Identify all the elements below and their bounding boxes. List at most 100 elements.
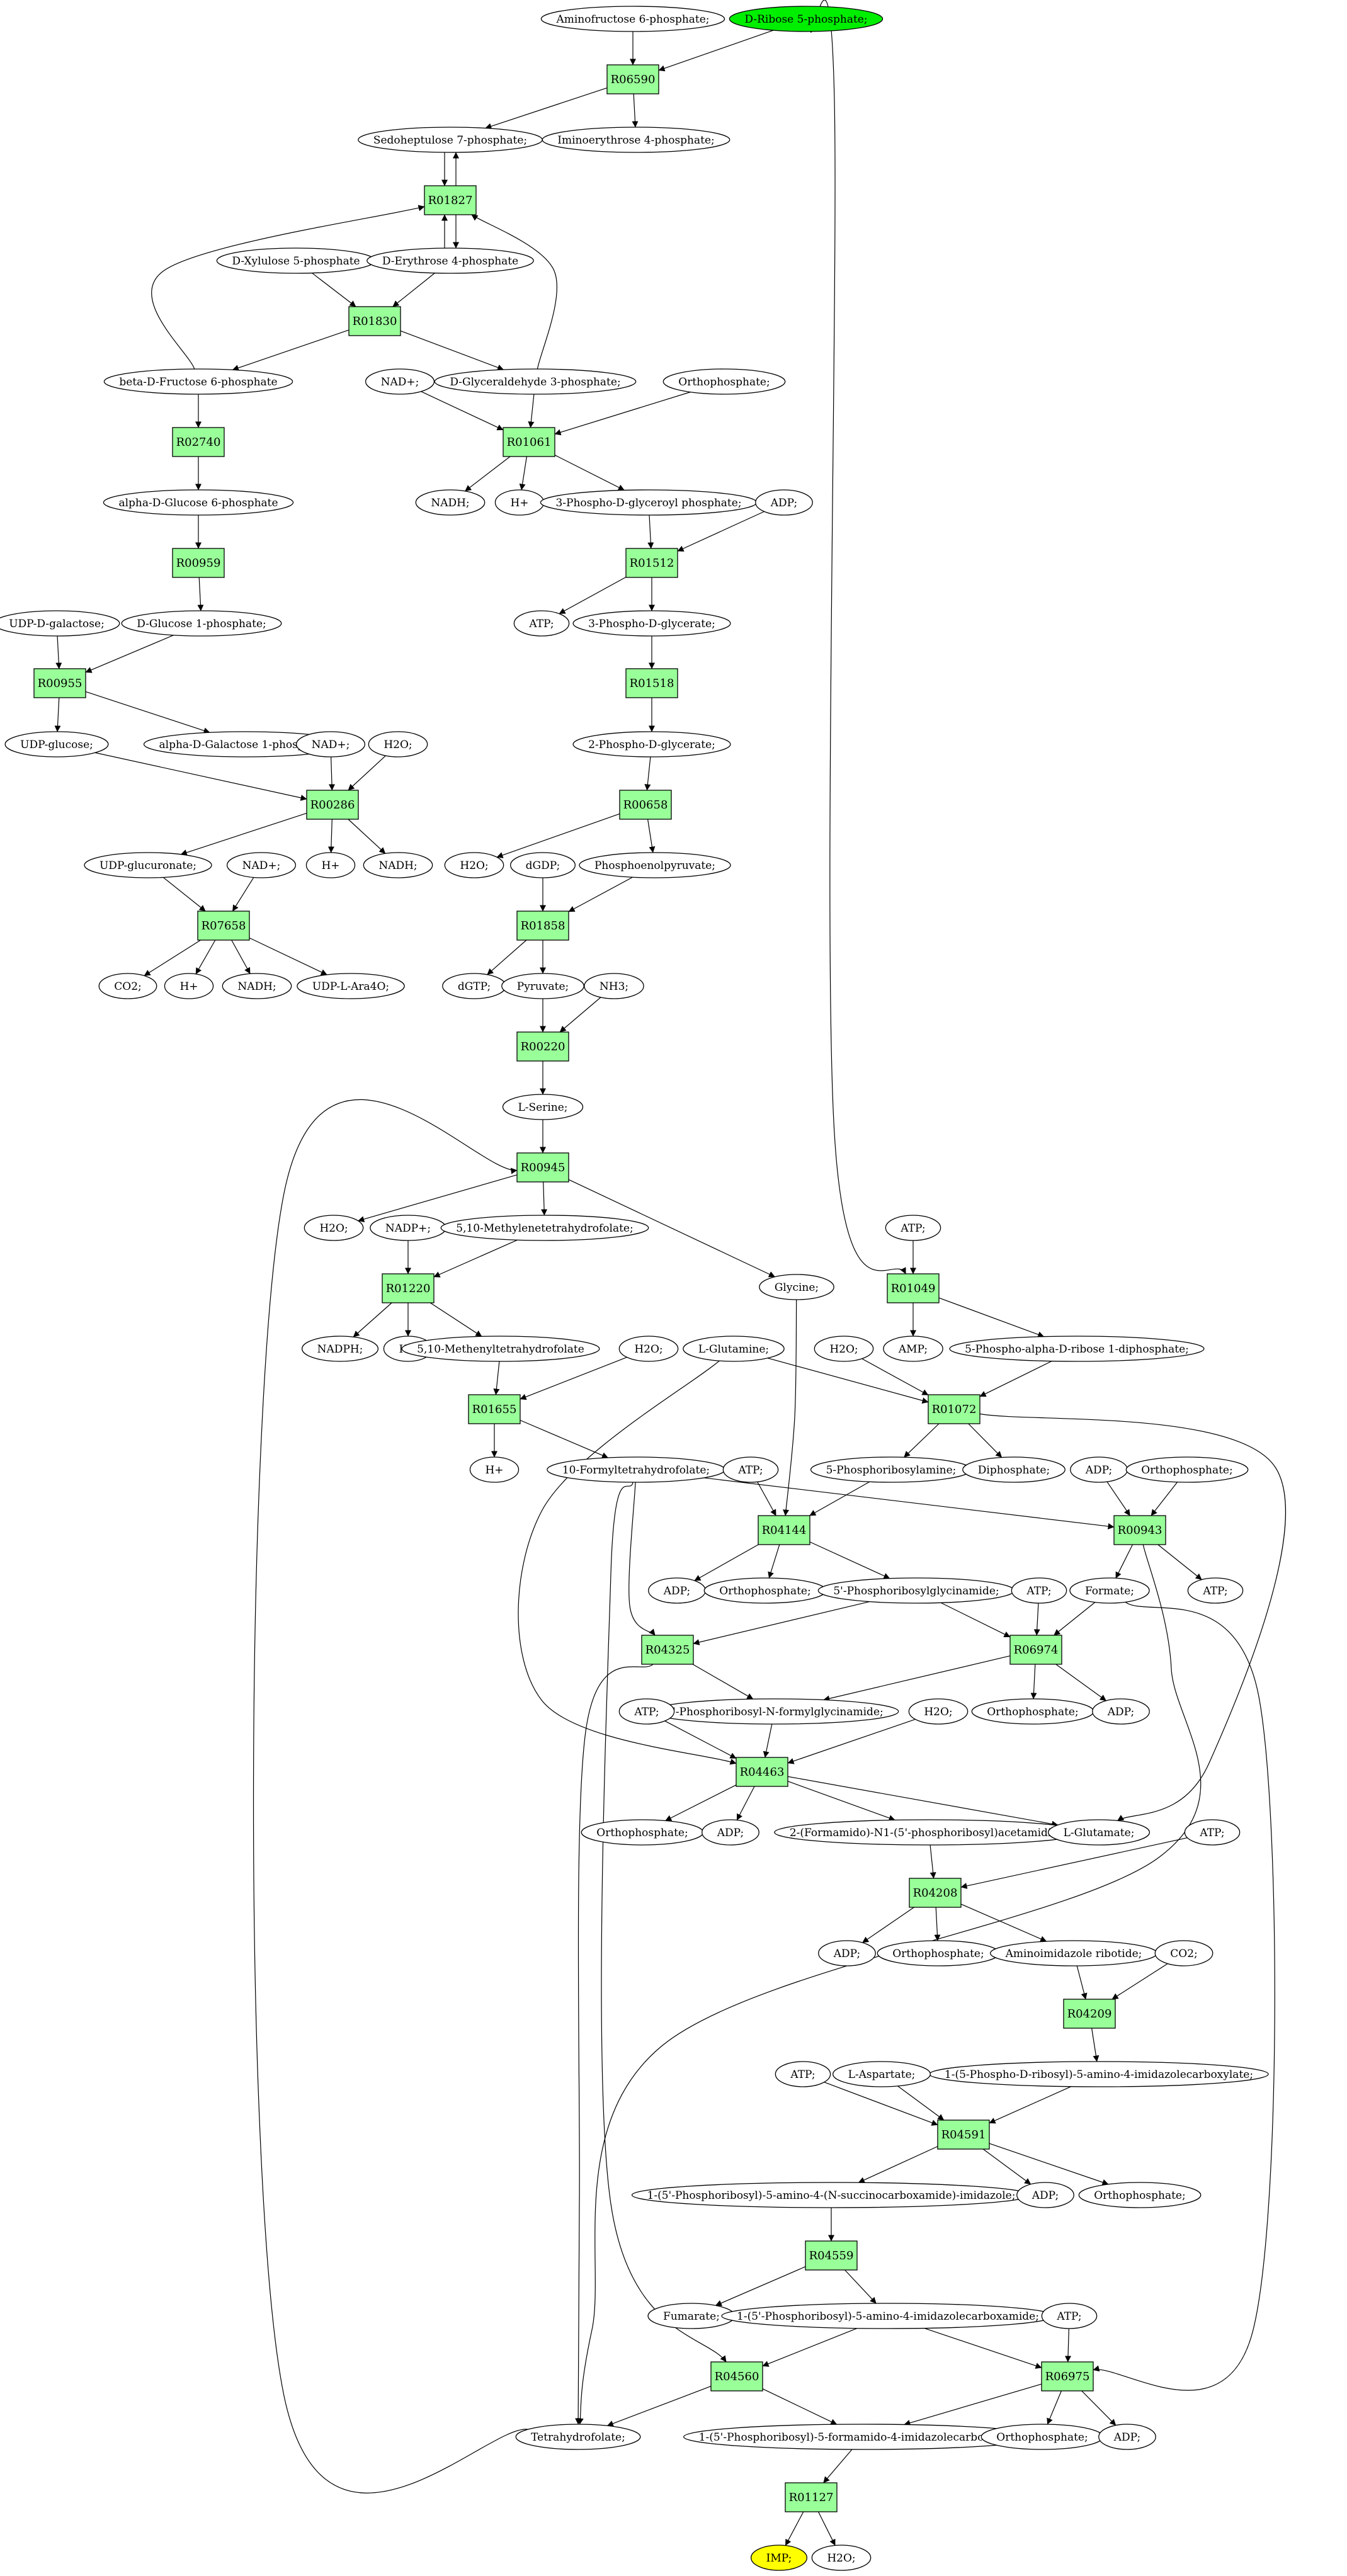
compound-node-h2o-d[interactable]: H2O; xyxy=(618,1336,679,1362)
compound-node-h2o-a[interactable]: H2O; xyxy=(368,731,428,757)
reaction-node-r04463[interactable]: R04463 xyxy=(736,1757,788,1787)
reaction-node-r00945[interactable]: R00945 xyxy=(516,1152,569,1183)
compound-node-d-glyceraldehyde-3p[interactable]: D-Glyceraldehyde 3-phosphate; xyxy=(434,368,637,395)
reaction-node-r01127[interactable]: R01127 xyxy=(785,2482,838,2512)
compound-node-udp-glucuronate[interactable]: UDP-glucuronate; xyxy=(84,852,212,878)
compound-node-sedoheptulose-7p[interactable]: Sedoheptulose 7-phosphate; xyxy=(358,127,543,153)
compound-node-adp-e[interactable]: ADP; xyxy=(702,1819,759,1846)
compound-node-5-10-methylenethf[interactable]: 5,10-Methylenetetrahydrofolate; xyxy=(440,1215,649,1241)
compound-node-aminofructose-6p[interactable]: Aminofructose 6-phosphate; xyxy=(540,6,725,32)
reaction-node-r00286[interactable]: R00286 xyxy=(306,790,359,820)
reaction-node-r04560[interactable]: R04560 xyxy=(710,2361,763,2392)
compound-node-adp-c[interactable]: ADP; xyxy=(1070,1456,1128,1483)
compound-node-orthophosphate-a[interactable]: Orthophosphate; xyxy=(662,368,786,395)
compound-node-d-erythrose-4p[interactable]: D-Erythrose 4-phosphate xyxy=(367,247,534,274)
compound-node-10-formylthf[interactable]: 10-Formyltetrahydrofolate; xyxy=(547,1456,725,1483)
compound-node-h-plus-c[interactable]: H+ xyxy=(164,973,214,999)
compound-node-5-10-methenylthf[interactable]: 5,10-Methenyltetrahydrofolate xyxy=(401,1336,600,1362)
compound-node-atp-c[interactable]: ATP; xyxy=(722,1456,779,1483)
reaction-node-r04325[interactable]: R04325 xyxy=(641,1635,694,1665)
compound-node-h2o-f[interactable]: H2O; xyxy=(908,1698,969,1725)
compound-node-cair[interactable]: 1-(5-Phospho-D-ribosyl)-5-amino-4-imidaz… xyxy=(929,2061,1269,2087)
compound-node-air[interactable]: Aminoimidazole ribotide; xyxy=(989,1940,1158,1966)
compound-node-d-ribose-5p[interactable]: D-Ribose 5-phosphate; xyxy=(729,6,884,32)
reaction-node-r00658[interactable]: R00658 xyxy=(619,790,672,820)
reaction-node-r01220[interactable]: R01220 xyxy=(382,1273,435,1303)
compound-node-udp-l-ara4o[interactable]: UDP-L-Ara4O; xyxy=(297,973,405,999)
compound-node-orthophosphate-f[interactable]: Orthophosphate; xyxy=(877,1940,1000,1966)
compound-node-adp-b[interactable]: ADP; xyxy=(648,1577,706,1604)
compound-node-phosphoenolpyruvate[interactable]: Phosphoenolpyruvate; xyxy=(579,852,731,878)
compound-node-d-glucose-1p[interactable]: D-Glucose 1-phosphate; xyxy=(121,610,282,637)
compound-node-2-phospho-d-glycerate[interactable]: 2-Phospho-D-glycerate; xyxy=(572,731,731,757)
reaction-node-r01858[interactable]: R01858 xyxy=(516,911,569,941)
compound-node-adp-d[interactable]: ADP; xyxy=(1092,1698,1150,1725)
reaction-node-r00943[interactable]: R00943 xyxy=(1113,1515,1166,1545)
compound-node-h2o-e[interactable]: H2O; xyxy=(814,1336,874,1362)
reaction-node-r04209[interactable]: R04209 xyxy=(1063,1999,1116,2029)
compound-node-gar[interactable]: 5'-Phosphoribosylglycinamide; xyxy=(817,1577,1015,1604)
compound-node-atp-b[interactable]: ATP; xyxy=(885,1215,941,1241)
compound-node-saicar[interactable]: 1-(5'-Phosphoribosyl)-5-amino-4-(N-succi… xyxy=(631,2182,1032,2208)
compound-node-formate[interactable]: Formate; xyxy=(1069,1577,1150,1604)
compound-node-nad-plus-c[interactable]: NAD+; xyxy=(226,852,297,878)
compound-node-alpha-d-glucose-6p[interactable]: alpha-D-Glucose 6-phosphate xyxy=(103,489,294,516)
compound-node-l-glutamine[interactable]: L-Glutamine; xyxy=(683,1336,785,1362)
compound-node-l-serine[interactable]: L-Serine; xyxy=(502,1094,584,1120)
compound-node-orthophosphate-c[interactable]: Orthophosphate; xyxy=(1125,1456,1249,1483)
compound-node-d-xylulose-5p[interactable]: D-Xylulose 5-phosphate xyxy=(216,247,376,274)
compound-node-orthophosphate-d[interactable]: Orthophosphate; xyxy=(971,1698,1094,1725)
reaction-node-r00959[interactable]: R00959 xyxy=(172,548,225,578)
compound-node-nadh-b[interactable]: NADH; xyxy=(363,852,433,878)
compound-node-h2o-b[interactable]: H2O; xyxy=(444,852,504,878)
compound-node-atp-d[interactable]: ATP; xyxy=(1011,1577,1067,1604)
reaction-node-r04208[interactable]: R04208 xyxy=(909,1878,962,1908)
compound-node-aicar[interactable]: 1-(5'-Phosphoribosyl)-5-amino-4-imidazol… xyxy=(721,2303,1055,2329)
compound-node-orthophosphate-g[interactable]: Orthophosphate; xyxy=(1078,2182,1202,2208)
compound-node-prpp[interactable]: 5-Phospho-alpha-D-ribose 1-diphosphate; xyxy=(949,1336,1205,1362)
compound-node-adp-g[interactable]: ADP; xyxy=(1016,2182,1074,2208)
compound-node-3-phospho-d-glyceroyl-p[interactable]: 3-Phospho-D-glyceroyl phosphate; xyxy=(540,489,758,516)
compound-node-h-plus-e[interactable]: H+ xyxy=(469,1456,520,1483)
compound-node-h-plus-a[interactable]: H+ xyxy=(494,489,545,516)
reaction-node-r04559[interactable]: R04559 xyxy=(805,2240,858,2271)
compound-node-atp-a[interactable]: ATP; xyxy=(513,610,570,637)
compound-node-l-aspartate[interactable]: L-Aspartate; xyxy=(832,2061,931,2087)
compound-node-dgdp[interactable]: dGDP; xyxy=(510,852,576,878)
compound-node-diphosphate[interactable]: Diphosphate; xyxy=(962,1456,1066,1483)
compound-node-atp-e[interactable]: ATP; xyxy=(1187,1577,1244,1604)
compound-node-co2-b[interactable]: CO2; xyxy=(1154,1940,1213,1966)
compound-node-atp-i[interactable]: ATP; xyxy=(1041,2303,1098,2329)
compound-node-udp-d-galactose[interactable]: UDP-D-galactose; xyxy=(0,610,120,637)
reaction-node-r01518[interactable]: R01518 xyxy=(625,668,678,698)
compound-node-adp-a[interactable]: ADP; xyxy=(755,489,813,516)
reaction-node-r07658[interactable]: R07658 xyxy=(197,911,250,941)
reaction-node-r01830[interactable]: R01830 xyxy=(348,306,401,336)
compound-node-pyruvate[interactable]: Pyruvate; xyxy=(501,973,584,999)
compound-node-nadph[interactable]: NADPH; xyxy=(301,1336,379,1362)
compound-node-beta-d-fructose-6p[interactable]: beta-D-Fructose 6-phosphate xyxy=(103,368,293,395)
reaction-node-r00220[interactable]: R00220 xyxy=(516,1031,569,1062)
reaction-node-r04591[interactable]: R04591 xyxy=(937,2119,990,2150)
compound-node-atp-g[interactable]: ATP; xyxy=(1184,1819,1241,1846)
compound-node-fgam[interactable]: 2-(Formamido)-N1-(5'-phosphoribosyl)acet… xyxy=(774,1819,1084,1846)
compound-node-adp-h[interactable]: ADP; xyxy=(1098,2424,1156,2450)
compound-node-orthophosphate-e[interactable]: Orthophosphate; xyxy=(581,1819,704,1846)
compound-node-nadp-plus-a[interactable]: NAD+; xyxy=(365,368,435,395)
reaction-node-r01072[interactable]: R01072 xyxy=(928,1394,980,1424)
compound-node-co2-a[interactable]: CO2; xyxy=(98,973,157,999)
compound-node-h2o-c[interactable]: H2O; xyxy=(304,1215,364,1241)
compound-node-tetrahydrofolate[interactable]: Tetrahydrofolate; xyxy=(515,2424,641,2450)
reaction-node-r01655[interactable]: R01655 xyxy=(468,1394,521,1424)
compound-node-nadh-c[interactable]: NADH; xyxy=(222,973,292,999)
compound-node-orthophosphate-h[interactable]: Orthophosphate; xyxy=(980,2424,1104,2450)
compound-node-iminoerythrose-4p[interactable]: Iminoerythrose 4-phosphate; xyxy=(542,127,730,153)
compound-node-glycine[interactable]: Glycine; xyxy=(759,1274,834,1300)
compound-node-h2o-g[interactable]: H2O; xyxy=(811,2545,872,2571)
reaction-node-r00955[interactable]: R00955 xyxy=(33,668,86,698)
compound-node-fgar[interactable]: 5'-Phosphoribosyl-N-formylglycinamide; xyxy=(650,1698,899,1725)
reaction-node-r06590[interactable]: R06590 xyxy=(606,64,659,94)
compound-node-5-phosphoribosylamine[interactable]: 5-Phosphoribosylamine; xyxy=(810,1456,972,1483)
compound-node-h-plus-b[interactable]: H+ xyxy=(305,852,356,878)
compound-node-nad-plus-b[interactable]: NAD+; xyxy=(295,731,366,757)
